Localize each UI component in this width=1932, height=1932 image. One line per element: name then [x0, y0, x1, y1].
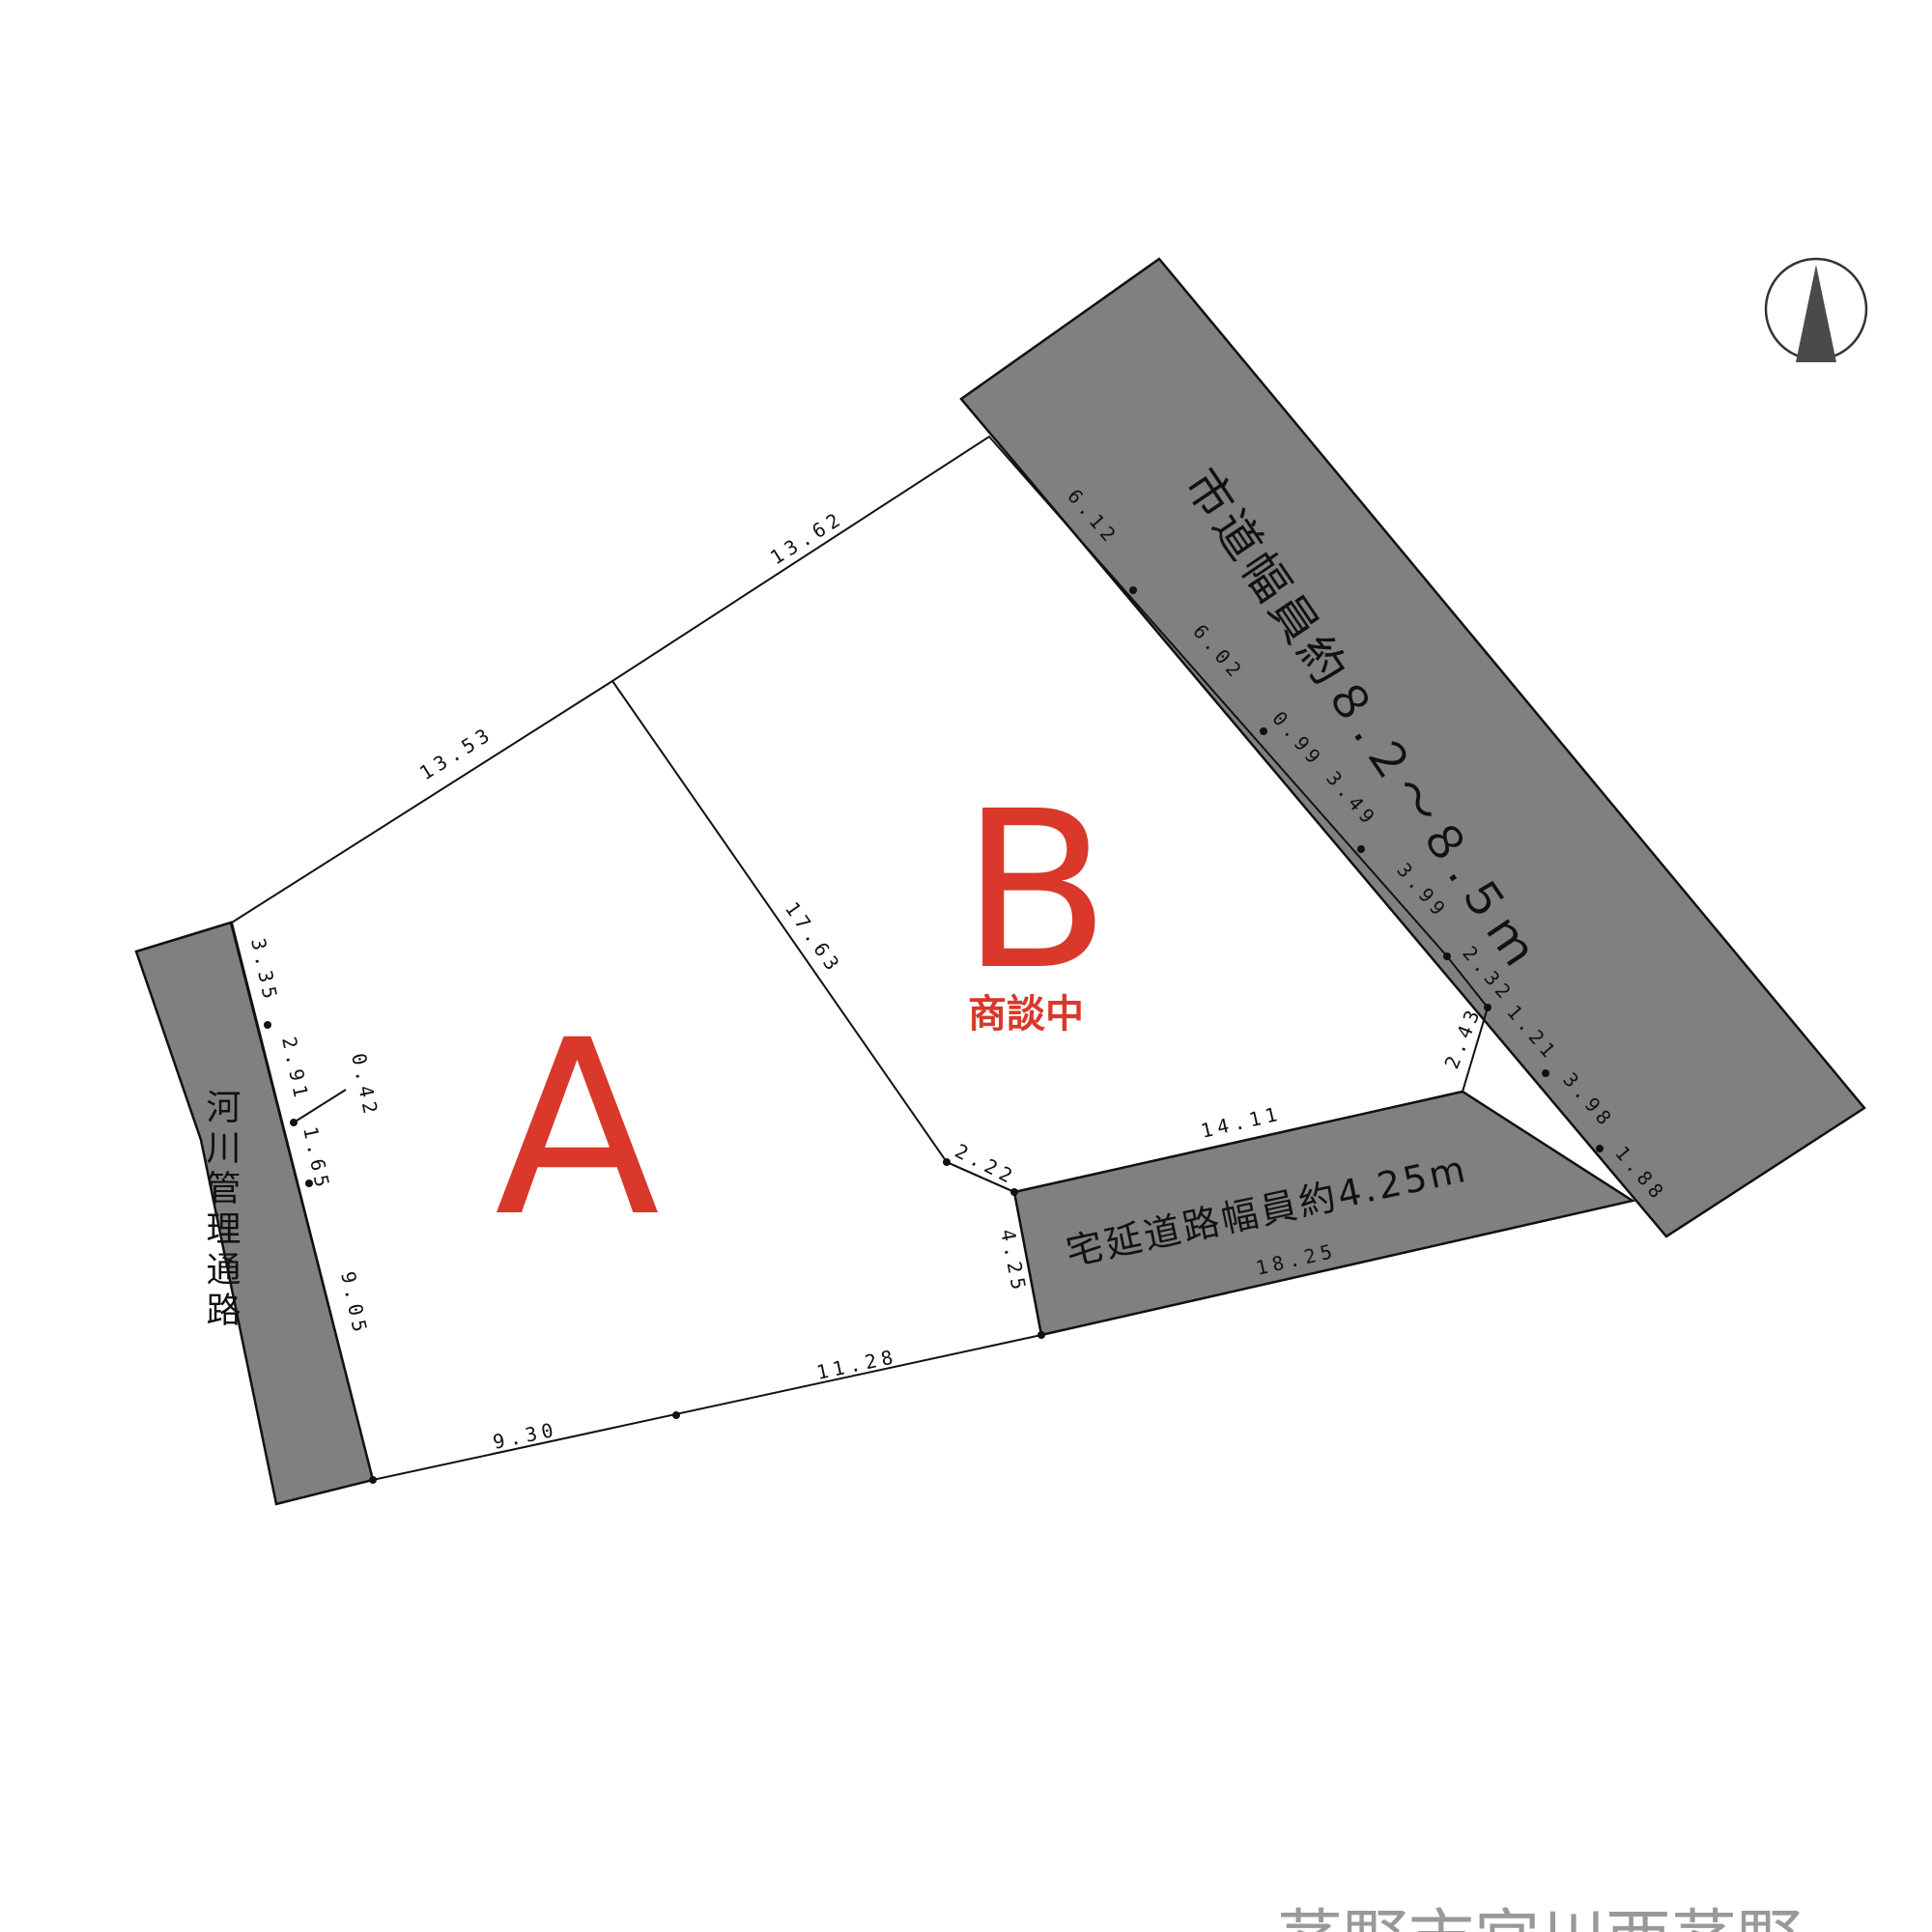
- lot-b-label: B: [961, 765, 1110, 1018]
- dim-left-4: 9.05: [336, 1269, 373, 1339]
- river-path-label: 河川管理通路: [201, 1089, 241, 1332]
- dim-top-right: 13.62: [766, 506, 848, 570]
- river-path: [134, 921, 375, 1506]
- offset-line: [293, 1089, 347, 1123]
- lot-a-label: A: [495, 988, 660, 1269]
- lot-b-status: 商談中: [968, 992, 1084, 1037]
- dim-top-left: 13.53: [415, 722, 497, 785]
- dim-left-3: 1.65: [298, 1124, 335, 1194]
- city-road: [959, 257, 1866, 1238]
- dim-left-offset: 0.42: [347, 1051, 384, 1121]
- dim-b-chamfer: 2.22: [952, 1139, 1021, 1189]
- dim-left-2: 2.91: [277, 1035, 314, 1104]
- dim-bottom-1: 9.30: [491, 1417, 560, 1454]
- address-label: 茅野市宮川西茅野: [1277, 1903, 1803, 1932]
- north-arrow-icon: [1764, 257, 1868, 362]
- dim-bottom-2: 11.28: [814, 1345, 899, 1384]
- dim-left-1: 3.35: [246, 936, 283, 1006]
